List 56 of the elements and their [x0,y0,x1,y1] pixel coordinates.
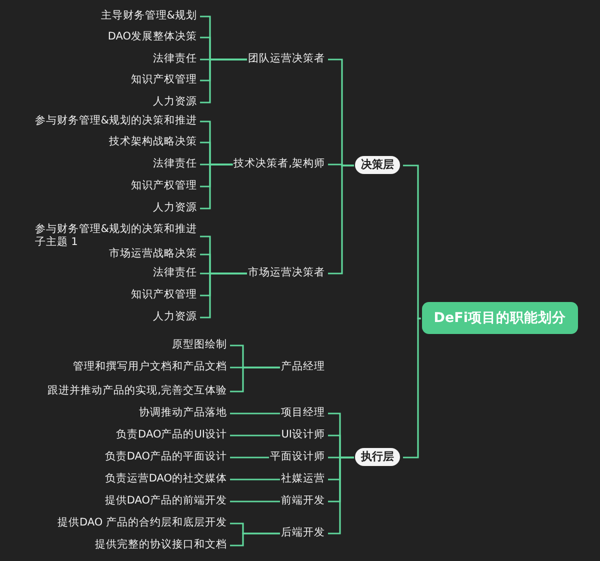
topic-text: 负责DAO产品的平面设计 [104,450,227,464]
role-text: UI设计师 [281,428,325,442]
topic-text: 法律责任 [153,52,197,66]
connector-line [230,366,280,392]
connector-line [403,164,421,320]
role-text: 技术决策者,架构师 [234,158,325,170]
topic-text: 市场运营战略决策 [109,248,197,260]
role-text: 项目经理 [281,406,325,420]
topic-text: 协调推动产品落地 [139,406,227,420]
connector-line [200,58,247,104]
role-text: 社媒运营 [281,472,325,486]
topic-text: 法律责任 [153,158,197,170]
topic-text: 提供完整的协议接口和文档 [95,538,227,552]
topic-text: 提供DAO 产品的合约层和底层开发 [57,516,227,530]
branch-pill [355,448,400,466]
topic-text: 子主题 1 [34,236,79,249]
topic-text: 人力资源 [153,202,197,214]
role-text: 前端开发 [281,494,325,508]
connector-line [200,272,247,318]
branch-text: 决策层 [361,158,394,172]
topic-text: 管理和撰写用户文档和产品文档 [73,360,227,374]
connector-line [403,318,421,458]
topic-text: 人力资源 [153,310,197,324]
branch-text: 执行层 [361,450,394,464]
topic-text: 技术架构战略决策 [109,136,197,148]
role-text: 后端开发 [281,526,325,540]
topic-text: 跟进并推动产品的实现,完善交互体验 [48,384,227,398]
connector-line [230,412,280,414]
connector-line [230,500,280,502]
topic-text: 参与财务管理&规划的决策和推进 [34,114,197,128]
central-topic-box [422,302,578,334]
topic-text: 知识产权管理 [131,288,197,302]
connector-line [230,456,269,458]
role-text: 团队运营决策者 [248,52,325,66]
topic-text: 原型图绘制 [172,338,227,352]
role-text: 市场运营决策者 [248,266,325,280]
role-text: 产品经理 [281,360,325,374]
topic-text: 负责运营DAO的社交媒体 [104,472,227,486]
connector-line [230,434,280,436]
topic-text: 负责DAO产品的UI设计 [116,428,227,442]
connector-line [328,164,354,274]
role-text: 平面设计师 [270,450,325,464]
branch-pill [355,156,400,174]
central-topic-text: DeFi项目的职能划分 [434,310,566,326]
topic-text: 人力资源 [153,96,197,108]
connector-line [230,478,280,480]
connector-line [200,164,233,210]
topic-text: 提供DAO产品的前端开发 [104,494,227,508]
topic-text: DAO发展整体决策 [108,30,197,44]
topic-text: 知识产权管理 [131,180,197,192]
topic-text: 主导财务管理&规划 [100,10,197,22]
connector-line [230,532,280,546]
topic-text: 参与财务管理&规划的决策和推进 [34,223,197,236]
topic-text: 法律责任 [153,266,197,280]
connector-line [328,456,354,534]
topic-text: 知识产权管理 [131,74,197,86]
